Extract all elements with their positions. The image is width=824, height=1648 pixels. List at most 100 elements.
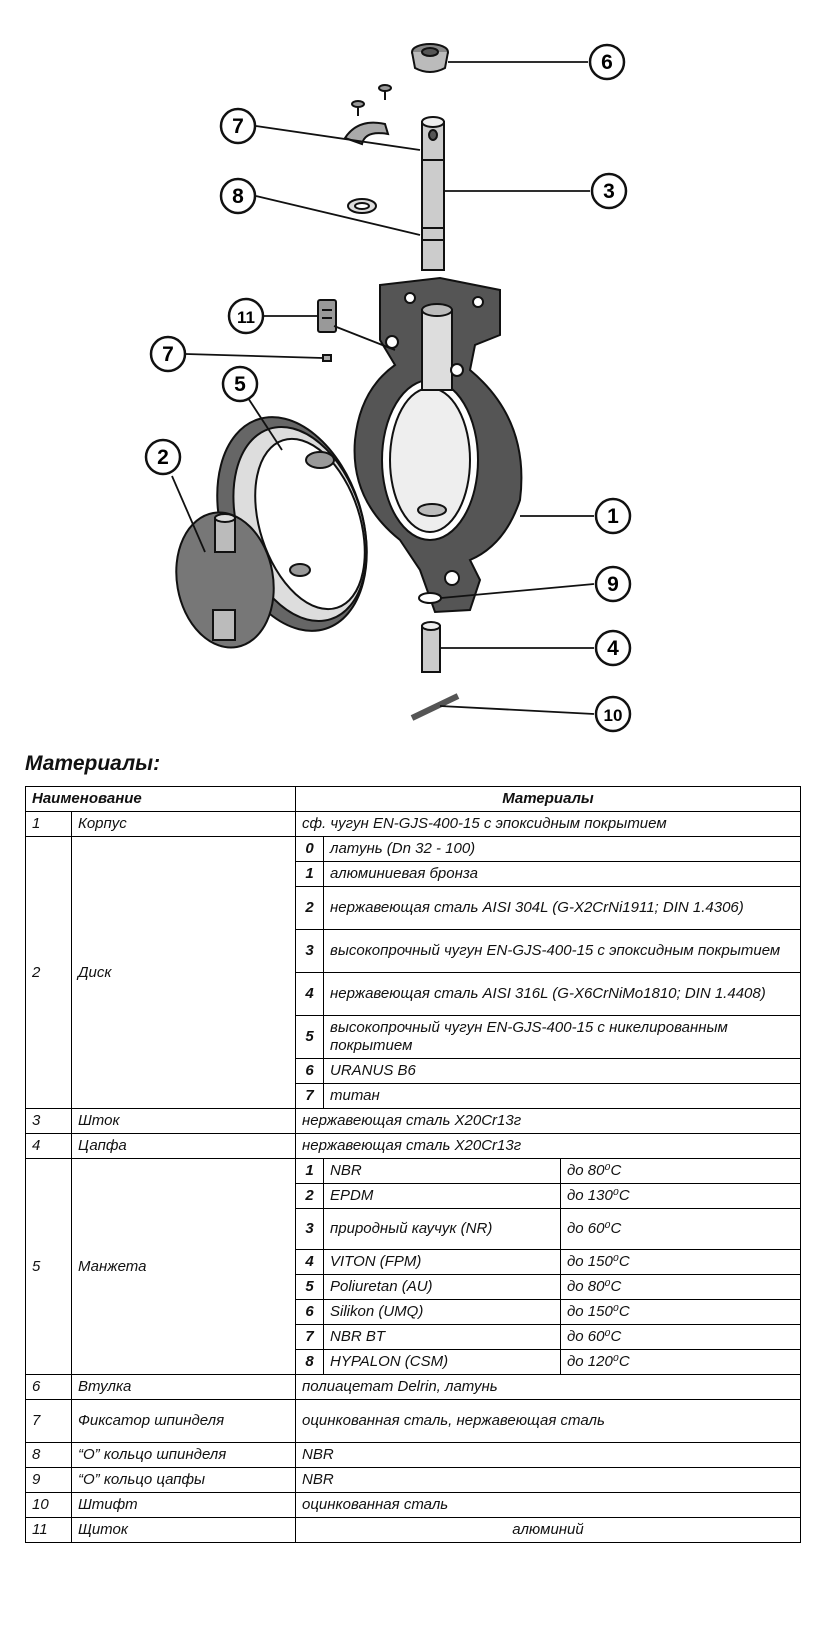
option-code: 4 [295,1249,324,1275]
option-text: NBR BT [323,1324,561,1350]
option-temp: до 60⁰C [559,1208,802,1250]
option-text: латунь (Dn 32 - 100) [322,836,802,862]
option-text: Silikon (UMQ) [323,1299,561,1325]
seat-liner-part [216,416,368,632]
row-material: сф. чугун EN-GJS-400-15 с эпоксидным пок… [294,811,802,837]
row-num: 8 [25,1442,72,1468]
option-text: природный каучук (NR) [323,1208,561,1250]
pin-part [410,693,460,721]
option-code: 7 [295,1083,324,1109]
option-code: 0 [295,836,324,862]
option-text: EPDM [323,1183,561,1209]
row-num: 11 [25,1517,72,1543]
option-text: высокопрочный чугун EN-GJS-400-15 с эпок… [322,929,802,973]
svg-text:7: 7 [232,115,244,138]
materials-heading: Материалы: [25,752,161,775]
option-text: высокопрочный чугун EN-GJS-400-15 с нике… [322,1015,802,1059]
option-text: титан [322,1083,802,1109]
option-code: 5 [295,1274,324,1300]
callout-5: 5 [221,365,259,403]
table-row: 1 Корпус сф. чугун EN-GJS-400-15 с эпокс… [25,811,802,837]
row-name: Втулка [71,1374,296,1400]
row-num: 9 [25,1467,72,1493]
option-code: 8 [295,1349,324,1375]
svg-text:2: 2 [157,446,169,469]
table-row: 5 высокопрочный чугун EN-GJS-400-15 с ни… [26,1015,802,1059]
trunnion-part [421,621,441,673]
callout-9: 9 [594,565,632,603]
table-row: 8 “О” кольцо шпинделя NBR [25,1442,802,1468]
row-name: Манжета [71,1158,296,1375]
option-text: URANUS B6 [322,1058,802,1084]
callout-4: 4 [594,629,632,667]
row-material: NBR [294,1442,802,1468]
row-material: оцинкованная сталь, нержавеющая сталь [294,1399,802,1443]
option-code: 3 [295,929,324,973]
valve-exploded-drawing: 6 7 3 8 11 7 5 2 1 9 4 10 [144,43,632,733]
svg-text:11: 11 [237,308,255,327]
callout-3: 3 [590,172,628,210]
row-name: “О” кольцо цапфы [71,1467,296,1493]
table-row: 11 Щиток алюминий [25,1517,802,1543]
table-row: 2 EPDM до 130⁰C [26,1183,802,1209]
option-code: 7 [295,1324,324,1350]
row-num: 4 [25,1133,72,1159]
bushing-part [411,43,449,73]
table-header-row: Наименование Материалы [25,786,802,812]
svg-text:7: 7 [162,343,174,366]
stem-retainer-part [343,121,390,146]
stem-part [421,116,445,271]
callout-7-top: 7 [219,107,257,145]
table-row: 6 Втулка полиацетат Delrin, латунь [25,1374,802,1400]
table-row: 10 Штифт оцинкованная сталь [25,1492,802,1518]
option-temp: до 120⁰C [559,1349,802,1375]
table-row: 4 Цапфа нержавеющая сталь X20Cr13г [25,1133,802,1159]
option-temp: до 60⁰C [559,1324,802,1350]
disc-part [175,511,275,649]
option-temp: до 80⁰C [559,1274,802,1300]
svg-text:1: 1 [607,505,619,528]
row-num: 2 [25,836,72,1109]
row-num: 10 [25,1492,72,1518]
option-text: нержавеющая сталь AISI 316L (G-X6CrNiMo1… [322,972,802,1016]
option-temp: до 80⁰C [559,1158,802,1184]
svg-text:10: 10 [604,706,623,725]
svg-text:4: 4 [607,637,619,660]
option-code: 6 [295,1299,324,1325]
row-name: Цапфа [71,1133,296,1159]
table-row: 2 Диск 0 латунь (Dn 32 - 100) [25,836,802,1109]
svg-text:8: 8 [232,185,244,208]
row-material: NBR [294,1467,802,1493]
header-name: Наименование [25,786,296,812]
option-temp: до 130⁰C [559,1183,802,1209]
row-name: Корпус [71,811,296,837]
svg-text:3: 3 [603,180,615,203]
callout-2: 2 [144,438,182,476]
option-text: NBR [323,1158,561,1184]
row-name: Щиток [71,1517,296,1543]
row-num: 7 [25,1399,72,1443]
table-row: 3 высокопрочный чугун EN-GJS-400-15 с эп… [26,929,802,973]
option-code: 2 [295,886,324,930]
option-text: нержавеющая сталь AISI 304L (G-X2CrNi191… [322,886,802,930]
trunnion-oring-part [418,592,442,604]
row-num: 3 [25,1108,72,1134]
table-row: 8 HYPALON (CSM) до 120⁰C [26,1349,802,1375]
table-row: 9 “О” кольцо цапфы NBR [25,1467,802,1493]
option-text: алюминиевая бронза [322,861,802,887]
row-material: нержавеющая сталь X20Cr13г [294,1133,802,1159]
table-row: 7 титан [26,1083,802,1109]
svg-text:6: 6 [601,51,613,74]
option-temp: до 150⁰C [559,1299,802,1325]
table-row: 4 VITON (FPM) до 150⁰C [26,1249,802,1275]
table-row: 7 NBR BT до 60⁰C [26,1324,802,1350]
row-material: алюминий [294,1517,802,1543]
table-row: 2 нержавеющая сталь AISI 304L (G-X2CrNi1… [26,886,802,930]
callout-1: 1 [594,497,632,535]
row-name: Фиксатор шпинделя [71,1399,296,1443]
row-num: 1 [25,811,72,837]
header-materials: Материалы [294,786,802,812]
row-name: “О” кольцо шпинделя [71,1442,296,1468]
option-code: 2 [295,1183,324,1209]
row-name: Диск [71,836,296,1109]
